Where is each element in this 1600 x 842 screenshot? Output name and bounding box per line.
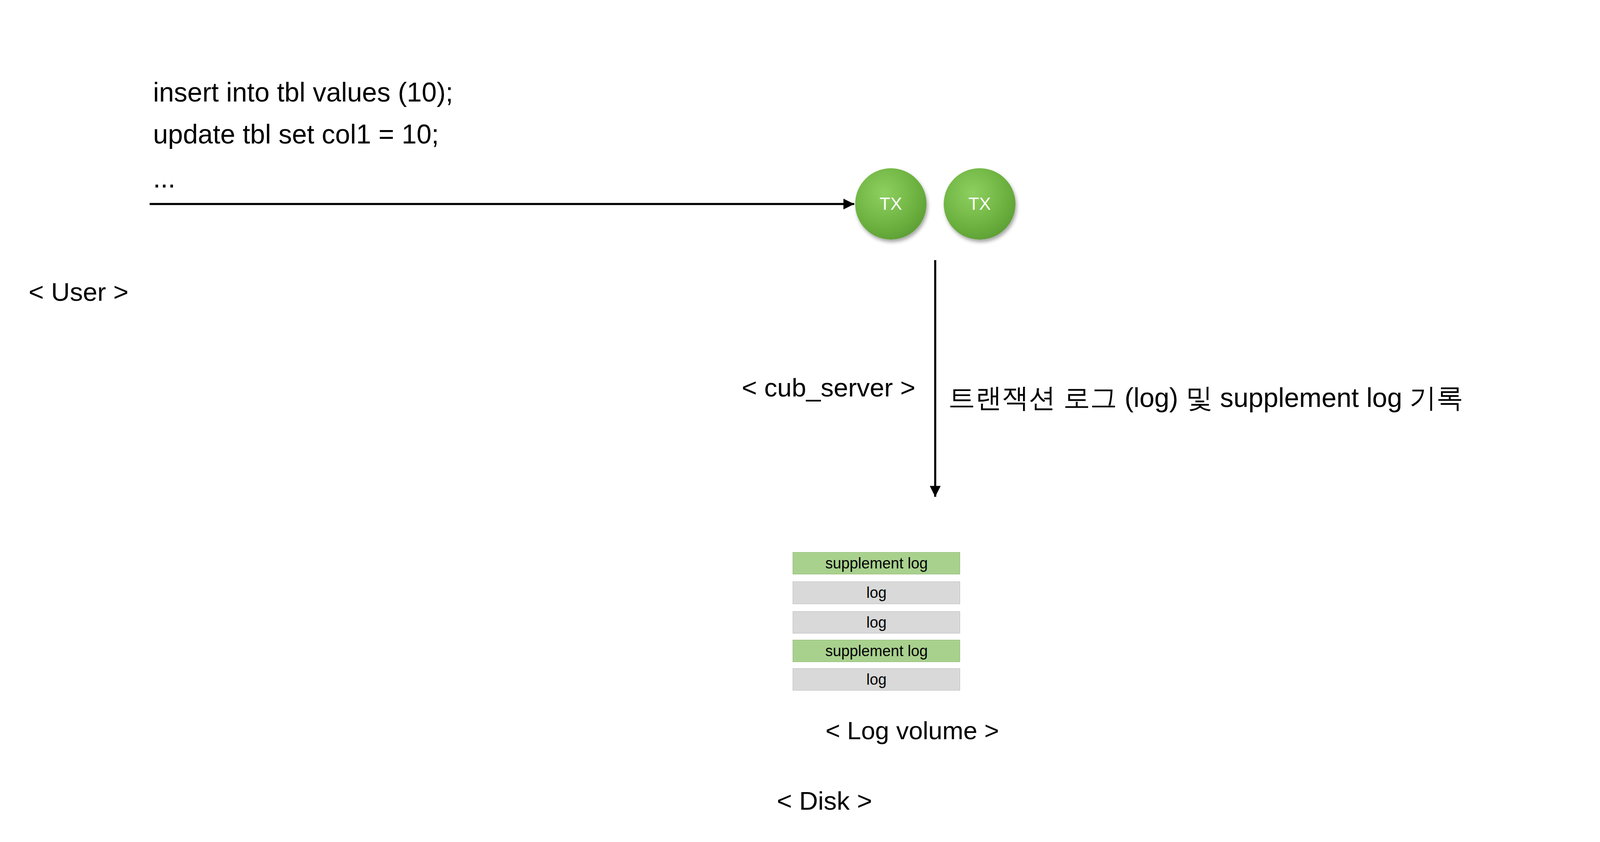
log-volume: supplement log log log supplement log log < L… — [772, 496, 1057, 747]
caption-label: < User > — [28, 276, 129, 307]
sql-statement: update tbl set col1 = 10; — [153, 119, 439, 151]
log-page — [792, 515, 1036, 661]
log-record: log — [792, 668, 961, 691]
sql-statement: ... — [153, 163, 176, 195]
node-label: supplement log — [825, 554, 928, 572]
transaction-circle: TX — [855, 168, 927, 240]
disk-cylinder: supplement log log log supplement log log < L… — [552, 438, 1099, 776]
log-record: supplement log — [792, 552, 961, 575]
node-label: supplement log — [825, 642, 928, 660]
log-record: log — [792, 611, 961, 634]
server-ellipse: TXTX< cub_server > — [530, 2, 1120, 367]
user-tie — [70, 224, 83, 260]
caption-label: < Disk > — [776, 785, 872, 816]
user-lapel — [61, 218, 109, 259]
disk-body — [552, 494, 1098, 774]
caption-label: < Log volume > — [825, 716, 1000, 746]
node-label: log — [866, 584, 887, 602]
node-label: TX — [968, 193, 992, 215]
flow-arrow — [149, 203, 855, 206]
disk-top — [552, 438, 1098, 551]
edge-label: 트랜잭션 로그 (log) 및 supplement log 기록 — [948, 382, 1464, 414]
caption-label: < cub_server > — [741, 372, 916, 403]
user-hair — [56, 164, 98, 184]
log-record: log — [792, 581, 961, 604]
log-record: supplement log — [792, 639, 961, 663]
user-head — [57, 162, 96, 210]
user-actor: < User > — [15, 151, 148, 307]
node-label: TX — [879, 193, 903, 215]
server-ellipse — [531, 2, 1120, 365]
log-page — [811, 496, 1057, 643]
transaction-group — [828, 148, 1039, 261]
node-label: log — [866, 613, 887, 632]
node-label: log — [866, 670, 887, 689]
server-outline — [530, 2, 1120, 367]
log-page — [772, 533, 1018, 711]
user-body — [32, 218, 121, 262]
disk-outline — [552, 438, 1099, 776]
sql-statement: insert into tbl values (10); — [153, 77, 454, 109]
transaction-circle: TX — [943, 168, 1016, 240]
flow-arrow — [934, 260, 937, 497]
